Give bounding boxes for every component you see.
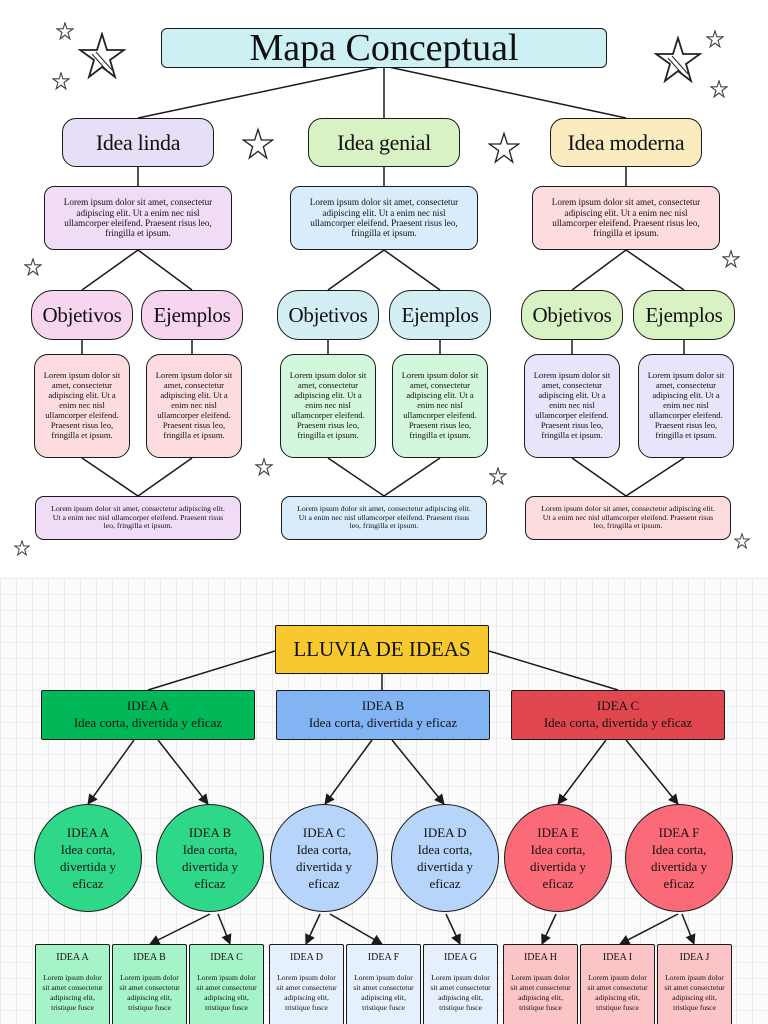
column-description: Lorem ipsum dolor sit amet, consectetur … bbox=[44, 186, 232, 250]
idea-name: IDEA C bbox=[596, 698, 640, 714]
circle-text: Idea corta, divertida y eficaz bbox=[60, 841, 116, 892]
column-heading: Idea genial bbox=[308, 118, 460, 167]
leaf-card: IDEA A Lorem ipsum dolor sit amet consec… bbox=[35, 944, 110, 1024]
column-summary: Lorem ipsum dolor sit amet, consectetur … bbox=[281, 496, 487, 540]
circle-name: IDEA D bbox=[423, 824, 467, 840]
column-heading: Idea moderna bbox=[550, 118, 702, 167]
leaf-card: IDEA F Lorem ipsum dolor sit amet consec… bbox=[346, 944, 421, 1024]
star-icon bbox=[242, 127, 274, 160]
idea-circle: IDEA E Idea corta, divertida y eficaz bbox=[504, 804, 612, 912]
leaf-text: Lorem ipsum dolor sit amet consectetur a… bbox=[587, 972, 648, 1013]
leaf-card: IDEA J Lorem ipsum dolor sit amet consec… bbox=[657, 944, 732, 1024]
examples-label: Ejemplos bbox=[141, 290, 243, 340]
leaf-name: IDEA J bbox=[679, 952, 710, 963]
circle-text: Idea corta, divertida y eficaz bbox=[530, 841, 586, 892]
leaf-card: IDEA G Lorem ipsum dolor sit amet consec… bbox=[423, 944, 498, 1024]
star-icon bbox=[56, 22, 74, 40]
circle-name: IDEA B bbox=[188, 824, 232, 840]
star-icon bbox=[654, 36, 702, 84]
circle-name: IDEA F bbox=[658, 824, 700, 840]
leaf-name: IDEA G bbox=[443, 952, 478, 963]
circle-text: Idea corta, divertida y eficaz bbox=[296, 841, 352, 892]
leaf-text: Lorem ipsum dolor sit amet consectetur a… bbox=[430, 972, 491, 1013]
star-icon bbox=[24, 258, 42, 276]
leaf-name: IDEA D bbox=[289, 952, 324, 963]
idea-circle: IDEA D Idea corta, divertida y eficaz bbox=[391, 804, 499, 912]
leaf-name: IDEA A bbox=[56, 952, 89, 963]
column-summary: Lorem ipsum dolor sit amet, consectetur … bbox=[35, 496, 241, 540]
idea-circle: IDEA B Idea corta, divertida y eficaz bbox=[156, 804, 264, 912]
circle-text: Idea corta, divertida y eficaz bbox=[651, 841, 707, 892]
concept-map-title: Mapa Conceptual bbox=[161, 27, 607, 69]
column-description: Lorem ipsum dolor sit amet, consectetur … bbox=[290, 186, 478, 250]
objectives-text: Lorem ipsum dolor sit amet, consectetur … bbox=[280, 354, 376, 458]
star-icon bbox=[14, 540, 30, 556]
star-icon bbox=[52, 72, 70, 90]
column-summary: Lorem ipsum dolor sit amet, consectetur … bbox=[525, 496, 731, 540]
idea-box: IDEA A Idea corta, divertida y eficaz bbox=[41, 690, 255, 740]
idea-box: IDEA C Idea corta, divertida y eficaz bbox=[511, 690, 725, 740]
objectives-label: Objetivos bbox=[31, 290, 133, 340]
leaf-text: Lorem ipsum dolor sit amet consectetur a… bbox=[353, 972, 414, 1013]
circle-name: IDEA C bbox=[302, 824, 346, 840]
idea-box: IDEA B Idea corta, divertida y eficaz bbox=[276, 690, 490, 740]
circle-text: Idea corta, divertida y eficaz bbox=[182, 841, 238, 892]
idea-name: IDEA A bbox=[126, 698, 170, 714]
idea-circle: IDEA F Idea corta, divertida y eficaz bbox=[625, 804, 733, 912]
idea-circle: IDEA A Idea corta, divertida y eficaz bbox=[34, 804, 142, 912]
idea-name: IDEA B bbox=[361, 698, 405, 714]
leaf-name: IDEA H bbox=[523, 952, 558, 963]
examples-text: Lorem ipsum dolor sit amet, consectetur … bbox=[146, 354, 242, 458]
star-icon bbox=[255, 458, 273, 476]
column-description: Lorem ipsum dolor sit amet, consectetur … bbox=[532, 186, 720, 250]
star-icon bbox=[710, 80, 728, 98]
star-icon bbox=[706, 30, 724, 48]
objectives-label: Objetivos bbox=[521, 290, 623, 340]
leaf-card: IDEA D Lorem ipsum dolor sit amet consec… bbox=[269, 944, 344, 1024]
leaf-card: IDEA H Lorem ipsum dolor sit amet consec… bbox=[503, 944, 578, 1024]
star-icon bbox=[734, 533, 750, 549]
examples-label: Ejemplos bbox=[633, 290, 735, 340]
idea-text: Idea corta, divertida y eficaz bbox=[73, 715, 223, 730]
column-heading: Idea linda bbox=[62, 118, 214, 167]
leaf-name: IDEA B bbox=[133, 952, 166, 963]
circle-name: IDEA A bbox=[66, 824, 110, 840]
concept-map-connectors bbox=[81, 65, 685, 497]
leaf-name: IDEA C bbox=[210, 952, 243, 963]
leaf-name: IDEA I bbox=[602, 952, 633, 963]
leaf-card: IDEA B Lorem ipsum dolor sit amet consec… bbox=[112, 944, 187, 1024]
star-icon bbox=[78, 32, 126, 80]
examples-text: Lorem ipsum dolor sit amet, consectetur … bbox=[392, 354, 488, 458]
brainstorm-connectors bbox=[87, 650, 696, 945]
star-icon bbox=[489, 467, 507, 485]
idea-circle: IDEA C Idea corta, divertida y eficaz bbox=[270, 804, 378, 912]
leaf-text: Lorem ipsum dolor sit amet consectetur a… bbox=[510, 972, 571, 1013]
leaf-card: IDEA C Lorem ipsum dolor sit amet consec… bbox=[189, 944, 264, 1024]
idea-text: Idea corta, divertida y eficaz bbox=[543, 715, 693, 730]
star-icon bbox=[722, 250, 740, 268]
brainstorm-panel: LLUVIA DE IDEAS IDEA A Idea corta, diver… bbox=[0, 578, 768, 1024]
examples-label: Ejemplos bbox=[389, 290, 491, 340]
objectives-text: Lorem ipsum dolor sit amet, consectetur … bbox=[524, 354, 620, 458]
leaf-text: Lorem ipsum dolor sit amet consectetur a… bbox=[196, 972, 257, 1013]
star-icon bbox=[488, 131, 520, 164]
brainstorm-title: LLUVIA DE IDEAS bbox=[275, 625, 489, 674]
circle-text: Idea corta, divertida y eficaz bbox=[417, 841, 473, 892]
circle-name: IDEA E bbox=[537, 824, 579, 840]
leaf-text: Lorem ipsum dolor sit amet consectetur a… bbox=[42, 972, 103, 1013]
leaf-name: IDEA F bbox=[367, 952, 400, 963]
idea-text: Idea corta, divertida y eficaz bbox=[308, 715, 458, 730]
leaf-text: Lorem ipsum dolor sit amet consectetur a… bbox=[119, 972, 180, 1013]
objectives-label: Objetivos bbox=[277, 290, 379, 340]
leaf-text: Lorem ipsum dolor sit amet consectetur a… bbox=[276, 972, 337, 1013]
leaf-text: Lorem ipsum dolor sit amet consectetur a… bbox=[664, 972, 725, 1013]
concept-map-panel: Mapa Conceptual Idea linda Lorem ipsum d… bbox=[14, 22, 750, 556]
examples-text: Lorem ipsum dolor sit amet, consectetur … bbox=[638, 354, 734, 458]
leaf-card: IDEA I Lorem ipsum dolor sit amet consec… bbox=[580, 944, 655, 1024]
objectives-text: Lorem ipsum dolor sit amet, consectetur … bbox=[34, 354, 130, 458]
